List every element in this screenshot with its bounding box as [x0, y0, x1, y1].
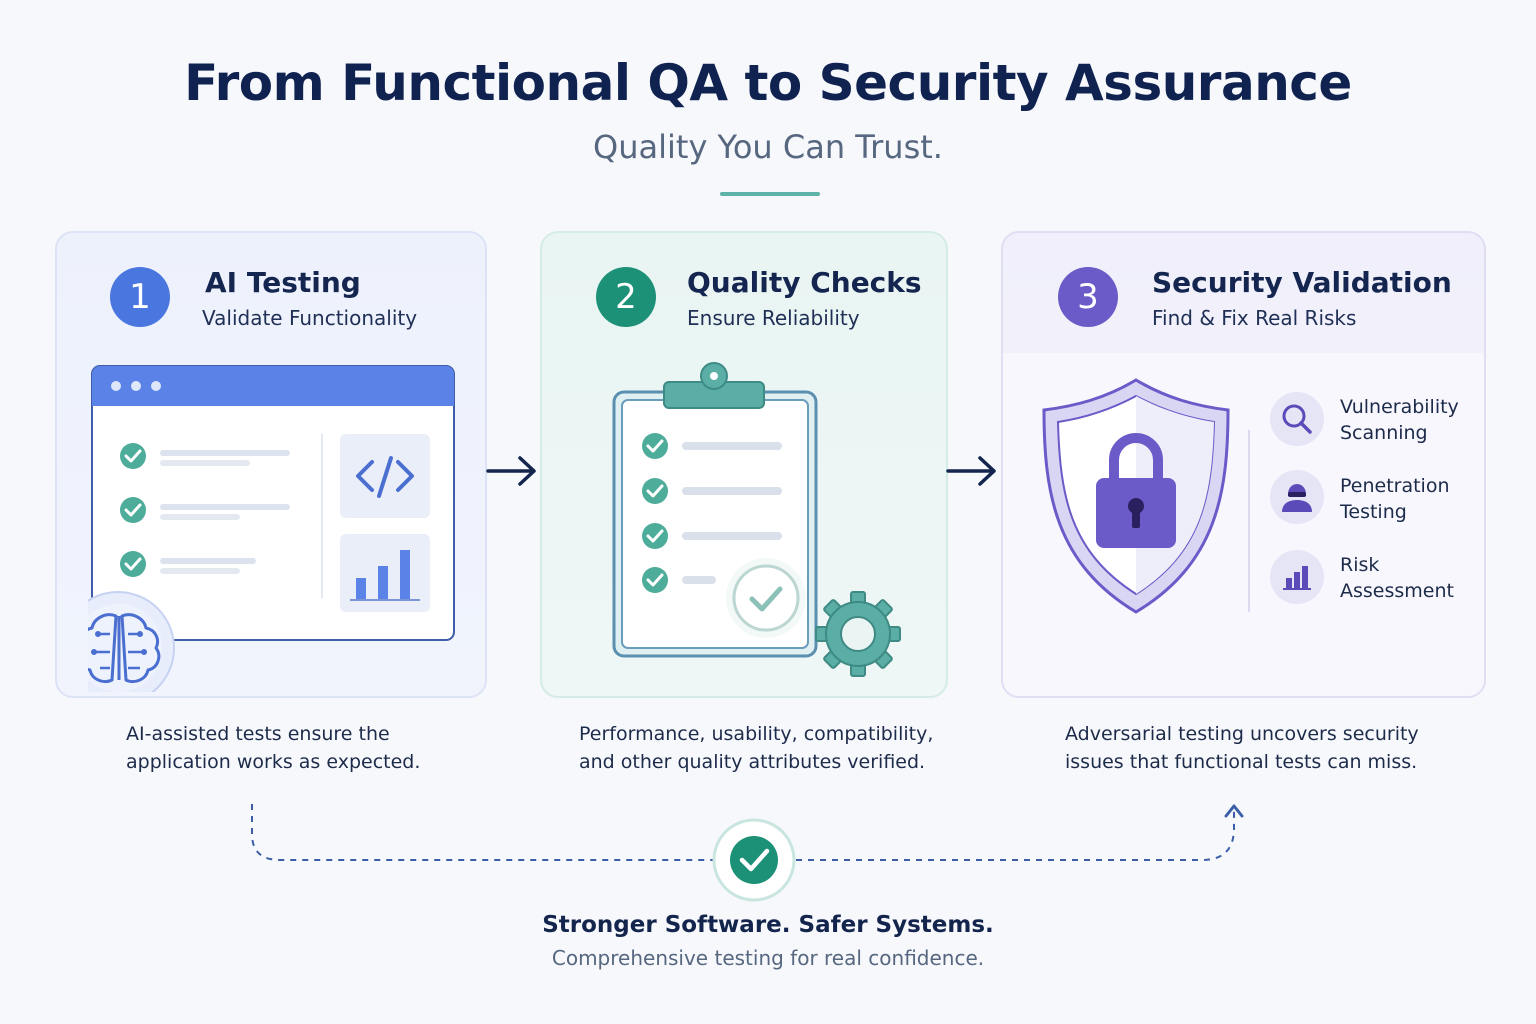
title-divider [720, 192, 820, 196]
feature-label-line: Vulnerability [1340, 396, 1459, 418]
check-badge-icon [712, 818, 796, 902]
feature-vulnerability-scanning: Vulnerability Scanning [1340, 394, 1459, 446]
step-description-3-line-1: Adversarial testing uncovers security [1065, 723, 1419, 745]
step-number-badge-2: 2 [596, 267, 656, 327]
arrow-right-icon [946, 456, 996, 486]
bar-chart-icon [1270, 550, 1324, 604]
check-icon [120, 443, 146, 577]
step-description-1: AI-assisted tests ensure the application… [126, 720, 420, 776]
feedback-loop-connector [251, 804, 1244, 902]
step-number-badge-1: 1 [110, 267, 170, 327]
step-description-1-line-2: application works as expected. [126, 751, 421, 773]
step-description-2: Performance, usability, compatibility, a… [579, 720, 933, 776]
magnifier-icon [1270, 392, 1324, 446]
step-title-3: Security Validation [1152, 266, 1452, 299]
footer-title: Stronger Software. Safer Systems. [542, 912, 994, 938]
page-subtitle: Quality You Can Trust. [593, 128, 943, 166]
footer-subtitle: Comprehensive testing for real confidenc… [551, 946, 985, 970]
page-title: From Functional QA to Security Assurance [184, 54, 1352, 112]
step-title-1: AI Testing [205, 266, 361, 299]
hacker-icon [1270, 470, 1324, 524]
step-title-2: Quality Checks [687, 266, 922, 299]
arrow-right-icon [486, 456, 536, 486]
step-description-1-line-1: AI-assisted tests ensure the [126, 723, 390, 745]
feature-label-line: Assessment [1340, 580, 1454, 602]
feature-label-line: Penetration [1340, 475, 1450, 497]
step-description-3: Adversarial testing uncovers security is… [1065, 720, 1419, 776]
step-subtitle-2: Ensure Reliability [687, 306, 860, 330]
step-description-2-line-1: Performance, usability, compatibility, [579, 723, 934, 745]
step-description-2-line-2: and other quality attributes verified. [579, 751, 926, 773]
feature-divider [1248, 430, 1250, 612]
brain-circuit-icon [88, 591, 175, 692]
gear-icon [815, 591, 901, 677]
bar-chart-icon [340, 534, 430, 612]
step-description-3-line-2: issues that functional tests can miss. [1065, 751, 1418, 773]
feature-label-line: Scanning [1340, 422, 1428, 444]
feature-label-line: Testing [1340, 501, 1407, 523]
feature-risk-assessment: Risk Assessment [1340, 552, 1454, 604]
step-subtitle-1: Validate Functionality [202, 306, 418, 330]
step-subtitle-3: Find & Fix Real Risks [1152, 306, 1357, 330]
code-icon [340, 434, 430, 518]
feature-penetration-testing: Penetration Testing [1340, 473, 1450, 525]
check-icon [642, 433, 668, 593]
step-number-badge-3: 3 [1058, 267, 1118, 327]
feature-label-line: Risk [1340, 554, 1380, 576]
shield-lock-icon [1042, 378, 1230, 614]
clipboard-icon [612, 362, 901, 677]
browser-window-icon [88, 365, 455, 692]
check-badge-icon [726, 558, 806, 638]
